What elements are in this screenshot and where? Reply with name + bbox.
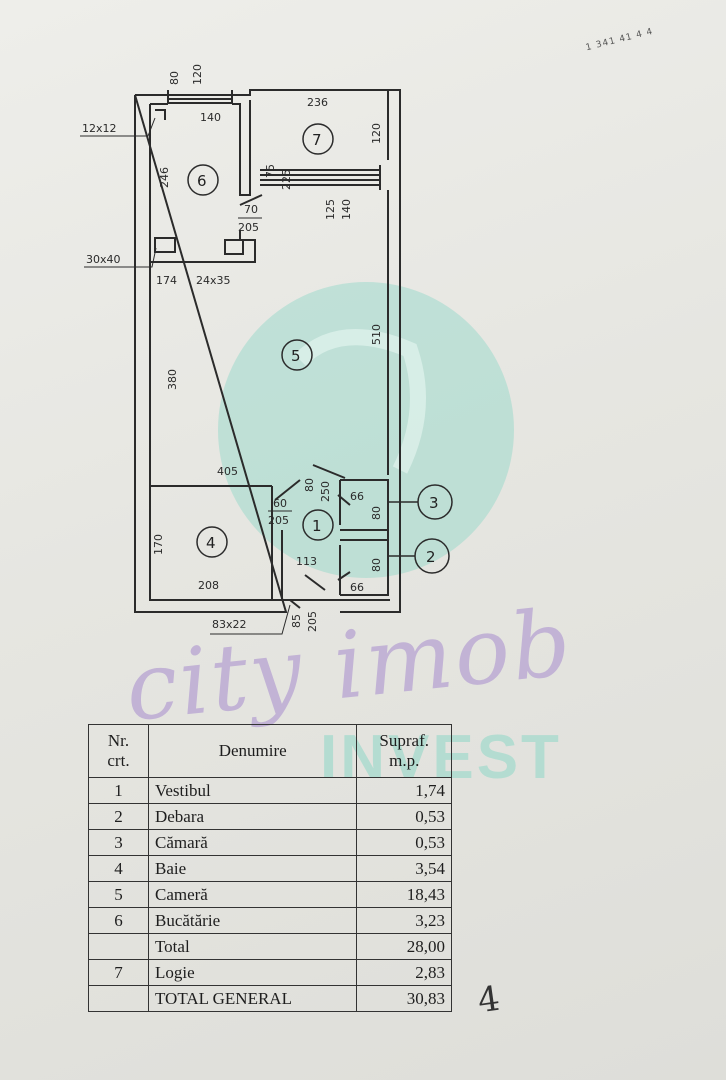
dim-label: 140 bbox=[340, 199, 353, 220]
row-nr: 5 bbox=[88, 881, 149, 908]
room-3-number: 3 bbox=[429, 494, 439, 512]
dim-label: 113 bbox=[296, 555, 317, 568]
row-name: Cămară bbox=[147, 829, 358, 856]
row-nr: 7 bbox=[88, 959, 149, 986]
room-7-number: 7 bbox=[312, 131, 322, 149]
dim-label: 30x40 bbox=[86, 253, 121, 266]
room-markers: 6 7 5 4 1 3 2 bbox=[187, 123, 453, 574]
header-nr: Nr. crt. bbox=[88, 724, 149, 778]
dim-label: 80 bbox=[168, 71, 181, 85]
dim-label: 225 bbox=[280, 169, 293, 190]
room-2-number: 2 bbox=[426, 548, 436, 566]
dim-label: 246 bbox=[158, 167, 171, 188]
row-name: Logie bbox=[147, 959, 358, 986]
header-unit-label: m.p. bbox=[389, 751, 420, 770]
dim-label: 205 bbox=[268, 514, 289, 527]
header-name: Denumire bbox=[147, 724, 358, 778]
dim-label: 174 bbox=[156, 274, 177, 287]
dim-label: 205 bbox=[238, 221, 259, 234]
table-header-row: Nr. crt. Denumire Supraf. m.p. bbox=[88, 724, 452, 778]
dim-label: 120 bbox=[191, 64, 204, 85]
dim-label: 70 bbox=[244, 203, 258, 216]
row-nr: 6 bbox=[88, 907, 149, 934]
dim-label: 125 bbox=[324, 199, 337, 220]
dim-label: 60 bbox=[273, 497, 287, 510]
dim-label: 66 bbox=[350, 490, 364, 503]
row-nr: 2 bbox=[88, 803, 149, 830]
dim-label: 208 bbox=[198, 579, 219, 592]
dim-label: 83x22 bbox=[212, 618, 247, 631]
row-area: 3,23 bbox=[356, 907, 452, 934]
row-nr bbox=[88, 985, 149, 1012]
row-nr: 4 bbox=[88, 855, 149, 882]
row-name: TOTAL GENERAL bbox=[147, 985, 358, 1012]
plan-walls bbox=[134, 89, 401, 613]
dim-label: 120 bbox=[370, 123, 383, 144]
row-name: Vestibul bbox=[147, 777, 358, 804]
dim-label: 12x12 bbox=[82, 122, 117, 135]
row-nr bbox=[88, 933, 149, 960]
header-area-label: Supraf. bbox=[379, 731, 429, 750]
row-area: 0,53 bbox=[356, 829, 452, 856]
dimension-labels: 80 120 12x12 140 236 120 246 75 225 125 … bbox=[80, 64, 383, 635]
dim-label: 80 bbox=[370, 506, 383, 520]
row-area: 1,74 bbox=[356, 777, 452, 804]
row-name: Baie bbox=[147, 855, 358, 882]
row-name: Bucătărie bbox=[147, 907, 358, 934]
dim-label: 250 bbox=[319, 481, 332, 502]
row-name: Total bbox=[147, 933, 358, 960]
dim-label: 380 bbox=[166, 369, 179, 390]
dim-label: 80 bbox=[370, 558, 383, 572]
dim-label: 24x35 bbox=[196, 274, 231, 287]
dim-label: 80 bbox=[303, 478, 316, 492]
floor-plan: 6 7 5 4 1 3 2 80 120 12x12 140 236 120 2… bbox=[80, 64, 514, 635]
row-area: 28,00 bbox=[356, 933, 452, 960]
header-area: Supraf. m.p. bbox=[356, 724, 452, 778]
row-area: 3,54 bbox=[356, 855, 452, 882]
row-name: Debara bbox=[147, 803, 358, 830]
dim-label: 510 bbox=[370, 324, 383, 345]
dim-label: 205 bbox=[306, 611, 319, 632]
room-6-number: 6 bbox=[197, 172, 207, 190]
watermark-logo bbox=[218, 282, 514, 578]
dim-label: 170 bbox=[152, 534, 165, 555]
row-area: 18,43 bbox=[356, 881, 452, 908]
room-5-number: 5 bbox=[291, 347, 301, 365]
dim-label: 405 bbox=[217, 465, 238, 478]
row-area: 2,83 bbox=[356, 959, 452, 986]
dim-label: 236 bbox=[307, 96, 328, 109]
room-4-number: 4 bbox=[206, 534, 216, 552]
row-name: Cameră bbox=[147, 881, 358, 908]
room-1-number: 1 bbox=[312, 517, 322, 535]
row-nr: 1 bbox=[88, 777, 149, 804]
dim-label: 66 bbox=[350, 581, 364, 594]
header-crt-label: crt. bbox=[107, 751, 130, 770]
dim-label: 85 bbox=[290, 614, 303, 628]
dim-label: 75 bbox=[264, 164, 277, 178]
header-nr-label: Nr. bbox=[107, 731, 130, 750]
row-area: 0,53 bbox=[356, 803, 452, 830]
row-area: 30,83 bbox=[356, 985, 452, 1012]
dim-label: 140 bbox=[200, 111, 221, 124]
row-nr: 3 bbox=[88, 829, 149, 856]
